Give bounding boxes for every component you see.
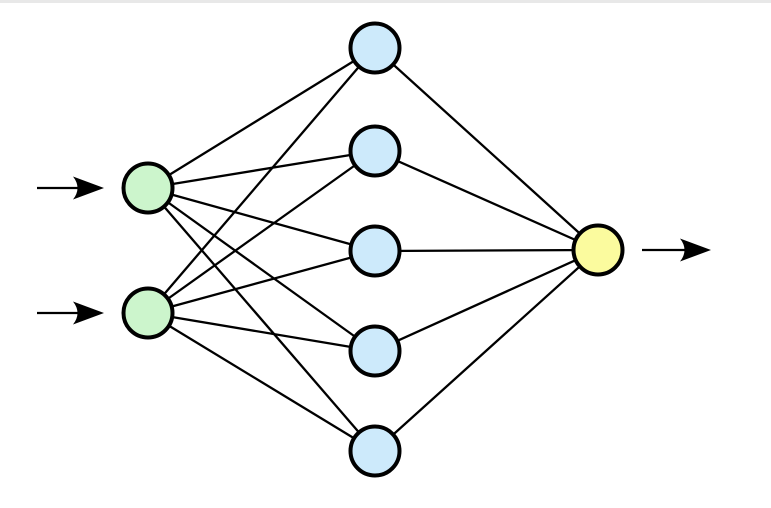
hidden-node bbox=[348, 21, 402, 75]
connection-edge bbox=[147, 149, 376, 190]
connection-edge bbox=[147, 187, 376, 452]
output-node bbox=[571, 223, 625, 277]
connection-edge bbox=[147, 187, 376, 352]
hidden-node bbox=[348, 224, 402, 278]
input-node bbox=[121, 286, 175, 340]
connection-edge bbox=[374, 149, 599, 252]
connection-edge bbox=[147, 150, 376, 314]
connection-edge bbox=[374, 249, 599, 452]
hidden-node bbox=[348, 424, 402, 478]
connection-edge bbox=[147, 47, 376, 314]
output-arrow-head bbox=[680, 238, 711, 262]
connection-edge bbox=[374, 248, 599, 253]
window-top-edge bbox=[0, 0, 771, 3]
hidden-node bbox=[348, 324, 402, 378]
connection-edge bbox=[147, 47, 376, 189]
connection-edge bbox=[147, 186, 376, 253]
hidden-node bbox=[348, 124, 402, 178]
connection-edge bbox=[374, 248, 599, 353]
input-arrow-2-head bbox=[73, 301, 104, 325]
input-node bbox=[121, 161, 175, 215]
connection-edge bbox=[374, 47, 599, 251]
connection-edge bbox=[147, 311, 376, 353]
connection-edge bbox=[147, 312, 376, 452]
connection-edge bbox=[147, 249, 376, 315]
input-arrow-1-head bbox=[73, 176, 104, 200]
